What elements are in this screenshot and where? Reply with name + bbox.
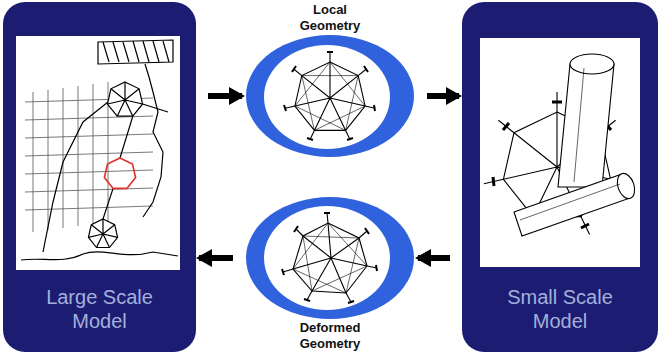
panel-label: Small Scale Model [462, 285, 658, 333]
geometry-node: Local Geometry [245, 2, 415, 158]
panel-label: Large Scale Model [3, 285, 196, 333]
model-panel: Small Scale Model [462, 2, 658, 352]
flow-arrow [199, 255, 233, 261]
local-geometry-ellipse [245, 34, 415, 158]
geometry-label: Deformed Geometry [288, 320, 372, 352]
flow-arrow [208, 93, 242, 99]
model-panel: Large Scale Model [3, 2, 196, 352]
flow-arrow [427, 93, 459, 99]
flow-arrow [418, 255, 450, 261]
geometry-node: Deformed Geometry [245, 196, 415, 352]
deformed-geometry-ellipse [245, 196, 415, 320]
geometry-label: Local Geometry [288, 2, 372, 34]
